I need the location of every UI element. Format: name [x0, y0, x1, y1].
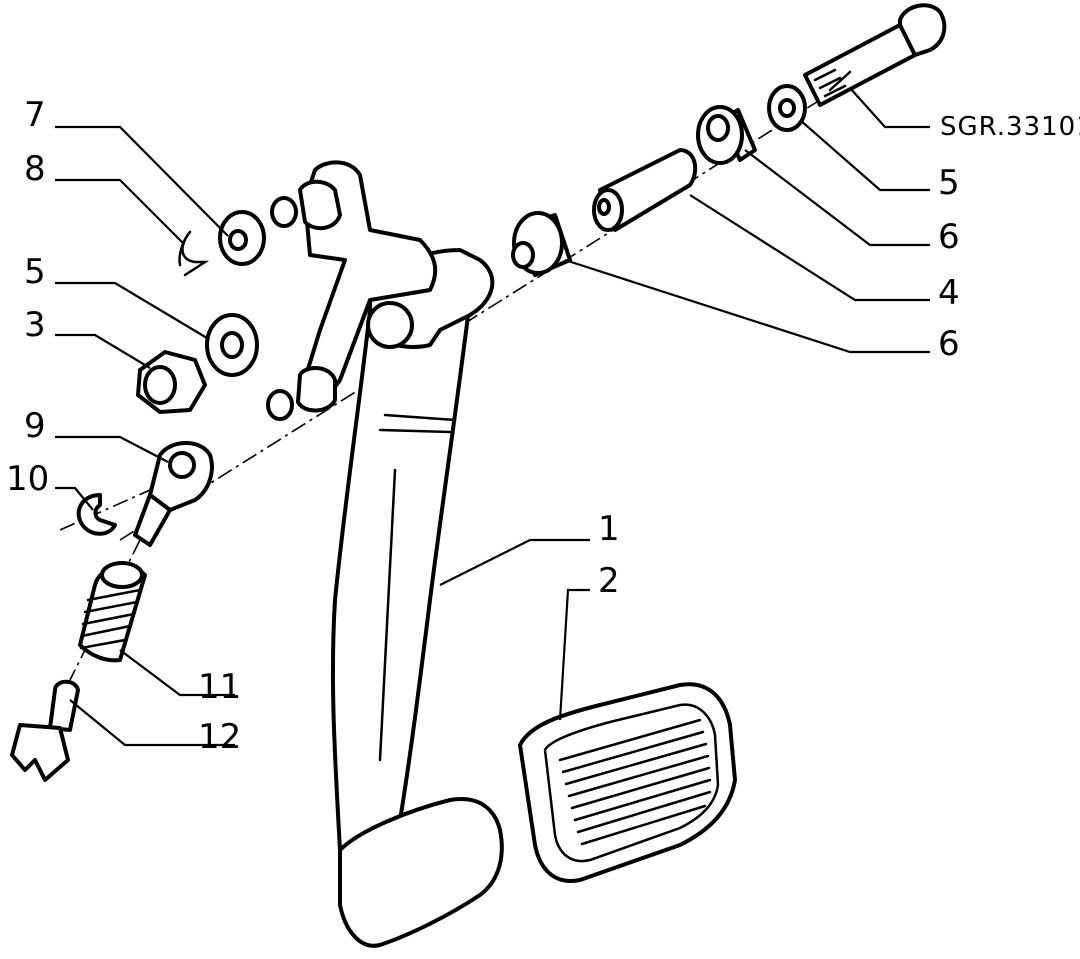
reference-code: SGR.33101 — [940, 112, 1080, 142]
leader-lines — [55, 87, 930, 747]
split-pin — [178, 230, 210, 277]
callout-4: 4 — [938, 273, 960, 313]
callout-8: 8 — [24, 149, 46, 189]
hex-nut — [136, 350, 207, 414]
callout-6-lower: 6 — [938, 324, 960, 364]
callout-11: 11 — [198, 667, 241, 707]
pedal-rubber-pad — [518, 682, 737, 883]
assembly-axis — [119, 99, 821, 541]
eye-rod — [133, 441, 214, 547]
pivot-bolt — [803, 3, 947, 107]
callout-2: 2 — [598, 561, 620, 601]
pad-ribs — [558, 718, 712, 846]
callout-10: 10 — [6, 459, 49, 499]
return-spring — [78, 561, 147, 663]
washer-7 — [218, 210, 266, 266]
flanged-bush-lower — [511, 211, 572, 277]
callout-labels: 7 8 5 3 9 10 5 6 4 6 1 2 11 12 SGR.33101 — [6, 95, 1080, 757]
callout-1: 1 — [598, 509, 620, 549]
spacer-tube — [592, 148, 698, 232]
callout-12: 12 — [198, 717, 241, 757]
callout-9: 9 — [24, 406, 46, 446]
callout-5-right: 5 — [938, 163, 960, 203]
pedal-lever — [330, 248, 504, 948]
callout-6-upper: 6 — [938, 217, 960, 257]
callout-7: 7 — [24, 95, 46, 135]
pushrod-end — [10, 679, 80, 782]
flanged-bush-upper — [696, 105, 757, 165]
callout-3: 3 — [24, 305, 46, 345]
washer-right — [767, 84, 807, 132]
pedal-arm-bracket — [266, 160, 438, 421]
callout-5-left: 5 — [24, 252, 46, 292]
washer-left — [205, 313, 259, 377]
